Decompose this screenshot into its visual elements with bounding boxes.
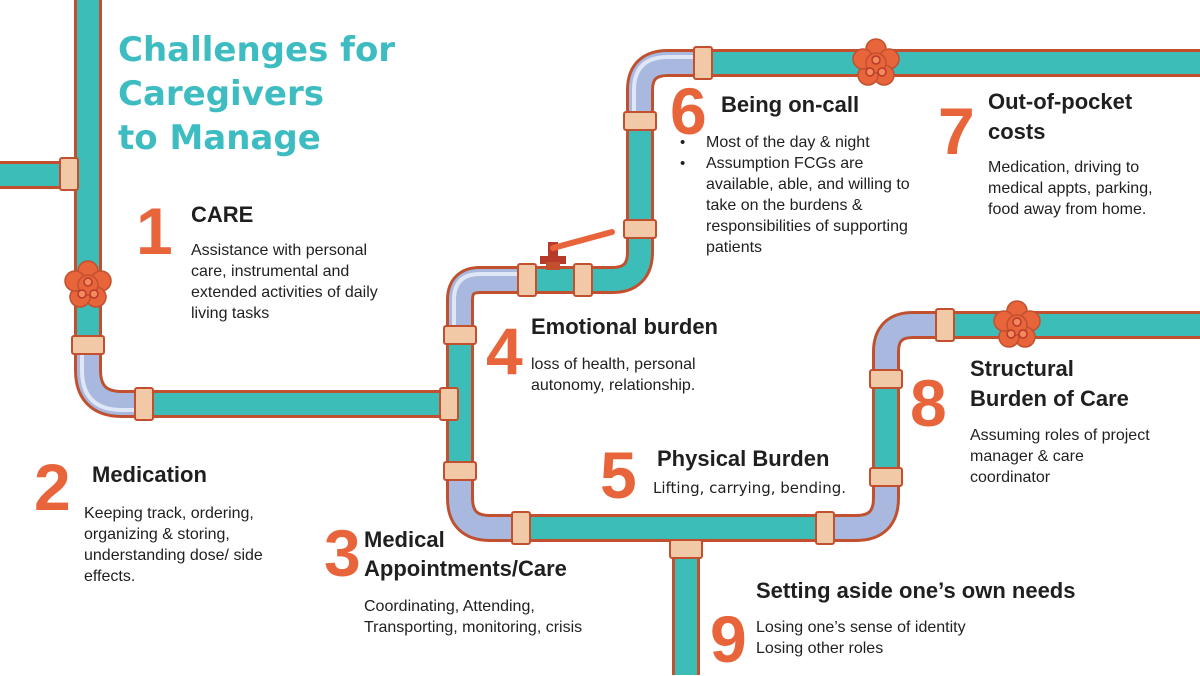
description-line: extended activities of daily	[191, 284, 378, 301]
item-heading: Structural Burden of Care	[970, 354, 1129, 414]
item-description: Medication, driving to medical appts, pa…	[988, 157, 1188, 220]
description-line: understanding dose/ side	[84, 547, 263, 564]
coupling	[815, 511, 835, 545]
elbow	[449, 269, 520, 328]
heading-line: Burden of Care	[970, 386, 1129, 411]
description-line: manager & care	[970, 448, 1084, 465]
coupling	[935, 308, 955, 342]
item-heading: Setting aside one’s own needs	[756, 578, 1076, 603]
item-number: 6	[670, 74, 707, 148]
item-heading: Physical Burden	[657, 446, 830, 471]
item-heading: Being on-call	[721, 92, 860, 117]
coupling	[71, 335, 105, 355]
elbow	[824, 476, 897, 539]
coupling	[443, 325, 477, 345]
elbow	[875, 314, 944, 376]
valve-handle-icon	[540, 229, 615, 270]
heading-line: Out-of-pocket	[988, 89, 1133, 114]
bullet-item: Most of the day & night	[680, 132, 935, 153]
page-title-line: to Manage	[118, 118, 321, 158]
bullet-item: Assumption FCGs are available, able, and…	[680, 153, 935, 258]
flower-valve-icon	[993, 300, 1041, 348]
item-description: Losing one’s sense of identity Losing ot…	[756, 617, 1016, 659]
item-heading: Medication	[92, 462, 207, 487]
description-line: Losing other roles	[756, 640, 884, 657]
coupling	[693, 46, 713, 80]
description-line: Coordinating, Attending,	[364, 598, 535, 615]
item-description: Most of the day & night Assumption FCGs …	[680, 132, 935, 258]
flower-valve-icon	[852, 38, 900, 86]
coupling	[134, 387, 154, 421]
heading-line: Appointments/Care	[364, 556, 567, 581]
description-line: Medication, driving to	[988, 159, 1140, 176]
item-number: 5	[600, 438, 637, 512]
coupling	[623, 111, 657, 131]
coupling	[623, 219, 657, 239]
description-line: Assuming roles of project	[970, 427, 1150, 444]
description-line: organizing & storing,	[84, 526, 230, 543]
description-line: Transporting, monitoring, crisis	[364, 619, 583, 636]
description-line: Keeping track, ordering,	[84, 505, 254, 522]
coupling	[517, 263, 537, 297]
description-line: autonomy, relationship.	[531, 377, 696, 394]
description-line: food away from home.	[988, 201, 1147, 218]
item-number: 2	[34, 450, 71, 524]
item-heading: Emotional burden	[531, 314, 718, 339]
item-heading: CARE	[191, 202, 254, 227]
coupling	[869, 467, 903, 487]
description-line: Losing one’s sense of identity	[756, 619, 966, 636]
description-line: care, instrumental and	[191, 263, 350, 280]
item-description: Coordinating, Attending, Transporting, m…	[364, 596, 624, 638]
heading-line: Medical	[364, 527, 445, 552]
page-title-line: Challenges for Caregivers	[118, 30, 396, 114]
description-line: effects.	[84, 568, 136, 585]
coupling	[573, 263, 593, 297]
coupling	[511, 511, 531, 545]
description-line: living tasks	[191, 305, 270, 322]
flower-valve-icon	[64, 260, 112, 308]
item-description: Keeping track, ordering, organizing & st…	[84, 503, 324, 587]
bullet-list: Most of the day & night Assumption FCGs …	[680, 132, 935, 258]
item-description: loss of health, personal autonomy, relat…	[531, 354, 751, 396]
elbow	[449, 470, 518, 539]
description-line: Assistance with personal	[191, 242, 368, 259]
item-number: 1	[136, 194, 173, 268]
heading-line: costs	[988, 119, 1046, 144]
elbow	[629, 52, 695, 112]
description-line: loss of health, personal	[531, 356, 696, 373]
elbow	[77, 345, 145, 415]
coupling	[443, 461, 477, 481]
description-line: medical appts, parking,	[988, 180, 1153, 197]
coupling	[59, 157, 79, 191]
coupling	[439, 387, 459, 421]
item-heading: Out-of-pocket costs	[988, 87, 1132, 147]
page-title: Challenges for Caregivers to Manage	[118, 28, 588, 160]
heading-line: Structural	[970, 356, 1074, 381]
item-number: 7	[938, 94, 975, 168]
item-description: Lifting, carrying, bending.	[653, 479, 847, 497]
description-line: coordinator	[970, 469, 1051, 486]
item-description: Assuming roles of project manager & care…	[970, 425, 1185, 488]
item-heading: Medical Appointments/Care	[364, 525, 567, 583]
item-number: 4	[486, 314, 523, 388]
coupling	[669, 539, 703, 559]
coupling	[869, 369, 903, 389]
item-number: 9	[710, 602, 747, 676]
item-number: 8	[910, 366, 947, 440]
item-number: 3	[324, 516, 361, 590]
item-description: Assistance with personal care, instrumen…	[191, 240, 431, 324]
